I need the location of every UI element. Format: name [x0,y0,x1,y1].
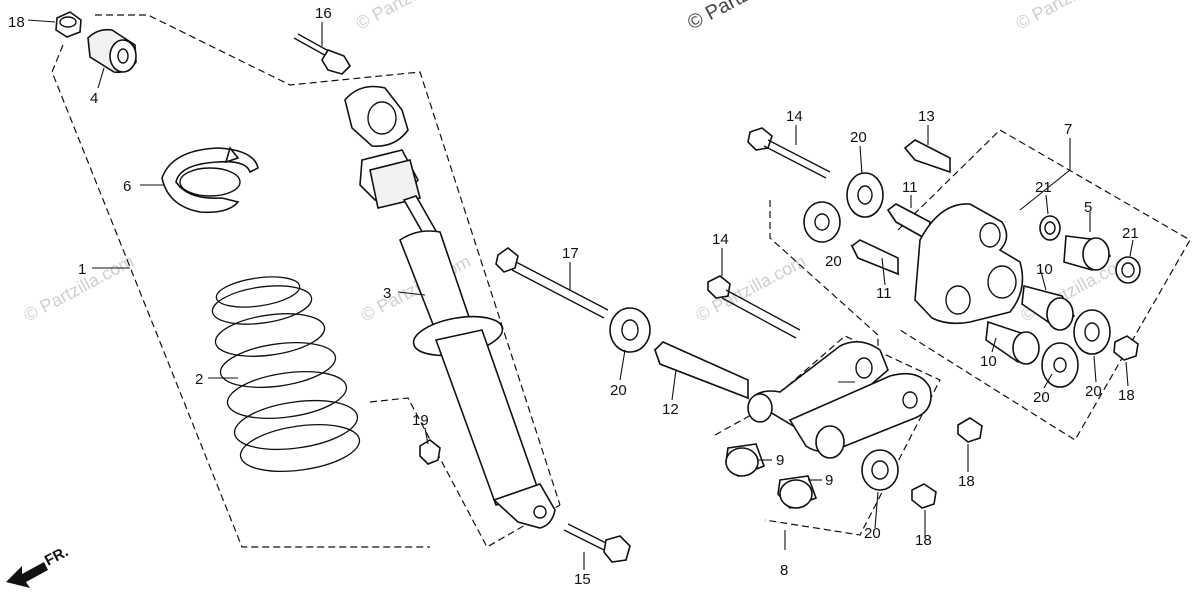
callout-18-top: 18 [8,14,25,31]
watermark-dark: © Partzilla.c [684,0,789,34]
bolt-16 [293,33,352,75]
nut-18-b [957,417,983,443]
callout-7: 7 [1064,121,1072,138]
callout-16: 16 [315,5,332,22]
shock-absorber-3 [344,85,556,529]
callout-18-c: 18 [915,532,932,549]
callout-10-b: 10 [980,353,997,370]
collar-21-b [1115,256,1141,284]
bolt-14-top [747,127,831,179]
callout-19: 19 [412,412,429,429]
collar-20-c [803,201,841,243]
callout-11-b: 11 [876,285,892,302]
callout-20-d: 20 [1085,383,1102,400]
callout-21-a: 21 [1035,179,1052,196]
watermark-top-right: © Partzilla.com [1012,0,1128,34]
callout-13: 13 [918,108,935,125]
callout-3: 3 [383,285,391,302]
callout-6: 6 [123,178,131,195]
nut-18-a [1113,335,1139,361]
collar-9-a [725,443,766,477]
callout-9-b: 9 [825,472,833,489]
connecting-rod-8 [747,341,932,459]
front-label: FR. [42,543,71,569]
group-outline-left [51,44,430,548]
callout-4: 4 [90,90,98,107]
group-outline-shock [95,14,561,506]
bushing-4 [87,28,137,74]
callout-14-mid: 14 [712,231,729,248]
nut-18-top [55,11,82,38]
callout-2: 2 [195,371,203,388]
callout-8: 8 [780,562,788,579]
collar-13 [903,139,951,174]
callout-18-a: 18 [1118,387,1135,404]
callout-20-f: 20 [864,525,881,542]
collar-10-b [985,320,1040,365]
bolt-17 [495,247,609,319]
callout-20-a: 20 [610,382,627,399]
callout-17: 17 [562,245,579,262]
callout-20-b: 20 [850,129,867,146]
group-outline-arm [897,129,1191,441]
collar-20-d [1073,309,1111,355]
collar-10-a [1021,284,1076,331]
collar-20-e [1041,342,1079,388]
coil-spring-2 [211,276,361,472]
collar-20-b [846,172,884,218]
callout-11-a: 11 [902,179,918,196]
callout-15: 15 [574,571,591,588]
callout-21-b: 21 [1122,225,1139,242]
cushion-arm-7 [914,203,1024,325]
nut-18-c [911,483,937,509]
callout-1: 1 [78,261,86,278]
leader-lines [27,19,1134,570]
collar-5 [1063,235,1112,271]
collar-9-b [777,475,818,509]
collar-12 [653,341,750,400]
nut-19 [419,439,441,465]
collar-21-a [1039,215,1061,241]
collar-20-a [609,307,651,353]
callout-labels: 18 4 6 1 2 3 16 17 15 19 20 14 20 13 7 1… [8,5,1139,588]
bolt-15 [563,523,631,563]
callout-14-top: 14 [786,108,803,125]
collar-20-f [861,449,899,491]
callout-18-b: 18 [958,473,975,490]
callout-10-a: 10 [1036,261,1053,278]
front-arrow-icon [6,562,48,588]
spring-seat-6 [161,146,259,214]
front-direction-indicator: FR. [6,543,71,588]
callout-12: 12 [662,401,679,418]
callout-9-a: 9 [776,452,784,469]
callout-20-c: 20 [825,253,842,270]
group-outline-nut [369,397,561,548]
watermark-top: © Partzilla.com [352,0,468,34]
callout-5: 5 [1084,199,1092,216]
collar-11-b [850,239,900,276]
bolt-14-mid [707,275,801,339]
callout-20-e: 20 [1033,389,1050,406]
